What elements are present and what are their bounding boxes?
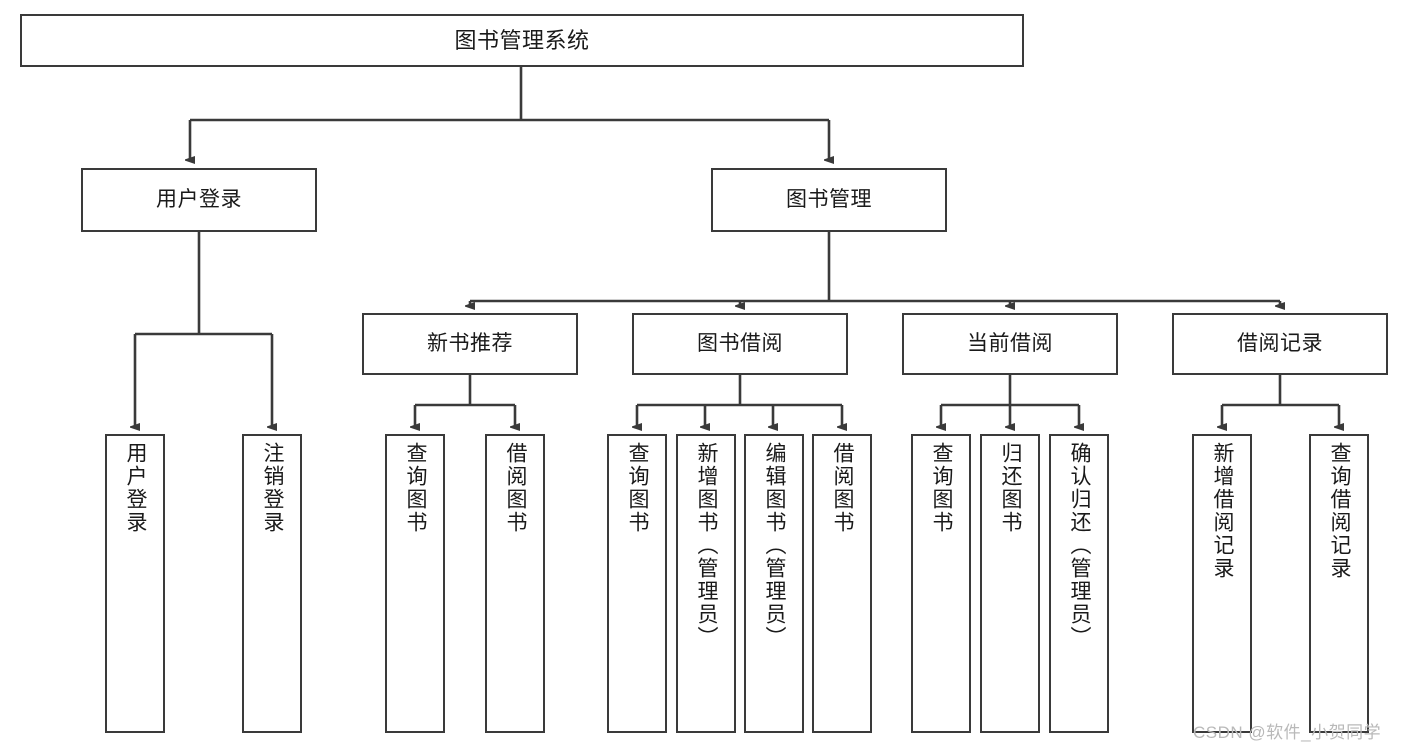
node-label: 新增借阅记录: [1211, 442, 1235, 580]
node-label: 新增图书（管理员）: [695, 442, 719, 649]
node-label: 图书借阅: [697, 331, 783, 355]
node-borrow-record[interactable]: 借阅记录: [1172, 313, 1388, 375]
node-label: 查询图书: [930, 442, 954, 534]
node-book-borrow[interactable]: 图书借阅: [632, 313, 848, 375]
leaf-query-book-current[interactable]: 查询图书: [911, 434, 971, 733]
node-label: 图书管理: [786, 187, 872, 211]
csdn-watermark: CSDN @软件_小贺同学: [1193, 723, 1382, 742]
node-book-management[interactable]: 图书管理: [711, 168, 947, 232]
node-label: 借阅图书: [504, 442, 528, 534]
node-user-login[interactable]: 用户登录: [81, 168, 317, 232]
node-root-system[interactable]: 图书管理系统: [20, 14, 1024, 67]
node-label: 归还图书: [999, 442, 1023, 534]
node-label: 新书推荐: [427, 331, 513, 355]
node-label: 编辑图书（管理员）: [763, 442, 787, 649]
leaf-query-book-borrow[interactable]: 查询图书: [607, 434, 667, 733]
leaf-add-book-admin[interactable]: 新增图书（管理员）: [676, 434, 736, 733]
node-label: 查询图书: [404, 442, 428, 534]
leaf-logout-login[interactable]: 注销登录: [242, 434, 302, 733]
node-label: 借阅记录: [1237, 331, 1323, 355]
node-label: 查询图书: [626, 442, 650, 534]
node-label: 确认归还（管理员）: [1068, 442, 1092, 649]
leaf-edit-book-admin[interactable]: 编辑图书（管理员）: [744, 434, 804, 733]
node-label: 用户登录: [124, 442, 148, 534]
node-new-book-recommend[interactable]: 新书推荐: [362, 313, 578, 375]
leaf-query-book-new[interactable]: 查询图书: [385, 434, 445, 733]
leaf-user-login[interactable]: 用户登录: [105, 434, 165, 733]
leaf-add-borrow-record[interactable]: 新增借阅记录: [1192, 434, 1252, 733]
leaf-return-book[interactable]: 归还图书: [980, 434, 1040, 733]
node-label: 图书管理系统: [454, 27, 590, 53]
leaf-query-borrow-record[interactable]: 查询借阅记录: [1309, 434, 1369, 733]
node-label: 用户登录: [156, 187, 242, 211]
node-current-borrow[interactable]: 当前借阅: [902, 313, 1118, 375]
leaf-borrow-book[interactable]: 借阅图书: [812, 434, 872, 733]
node-label: 注销登录: [261, 442, 285, 534]
node-label: 查询借阅记录: [1328, 442, 1352, 580]
leaf-confirm-return-admin[interactable]: 确认归还（管理员）: [1049, 434, 1109, 733]
node-label: 当前借阅: [967, 331, 1053, 355]
leaf-borrow-book-new[interactable]: 借阅图书: [485, 434, 545, 733]
node-label: 借阅图书: [831, 442, 855, 534]
